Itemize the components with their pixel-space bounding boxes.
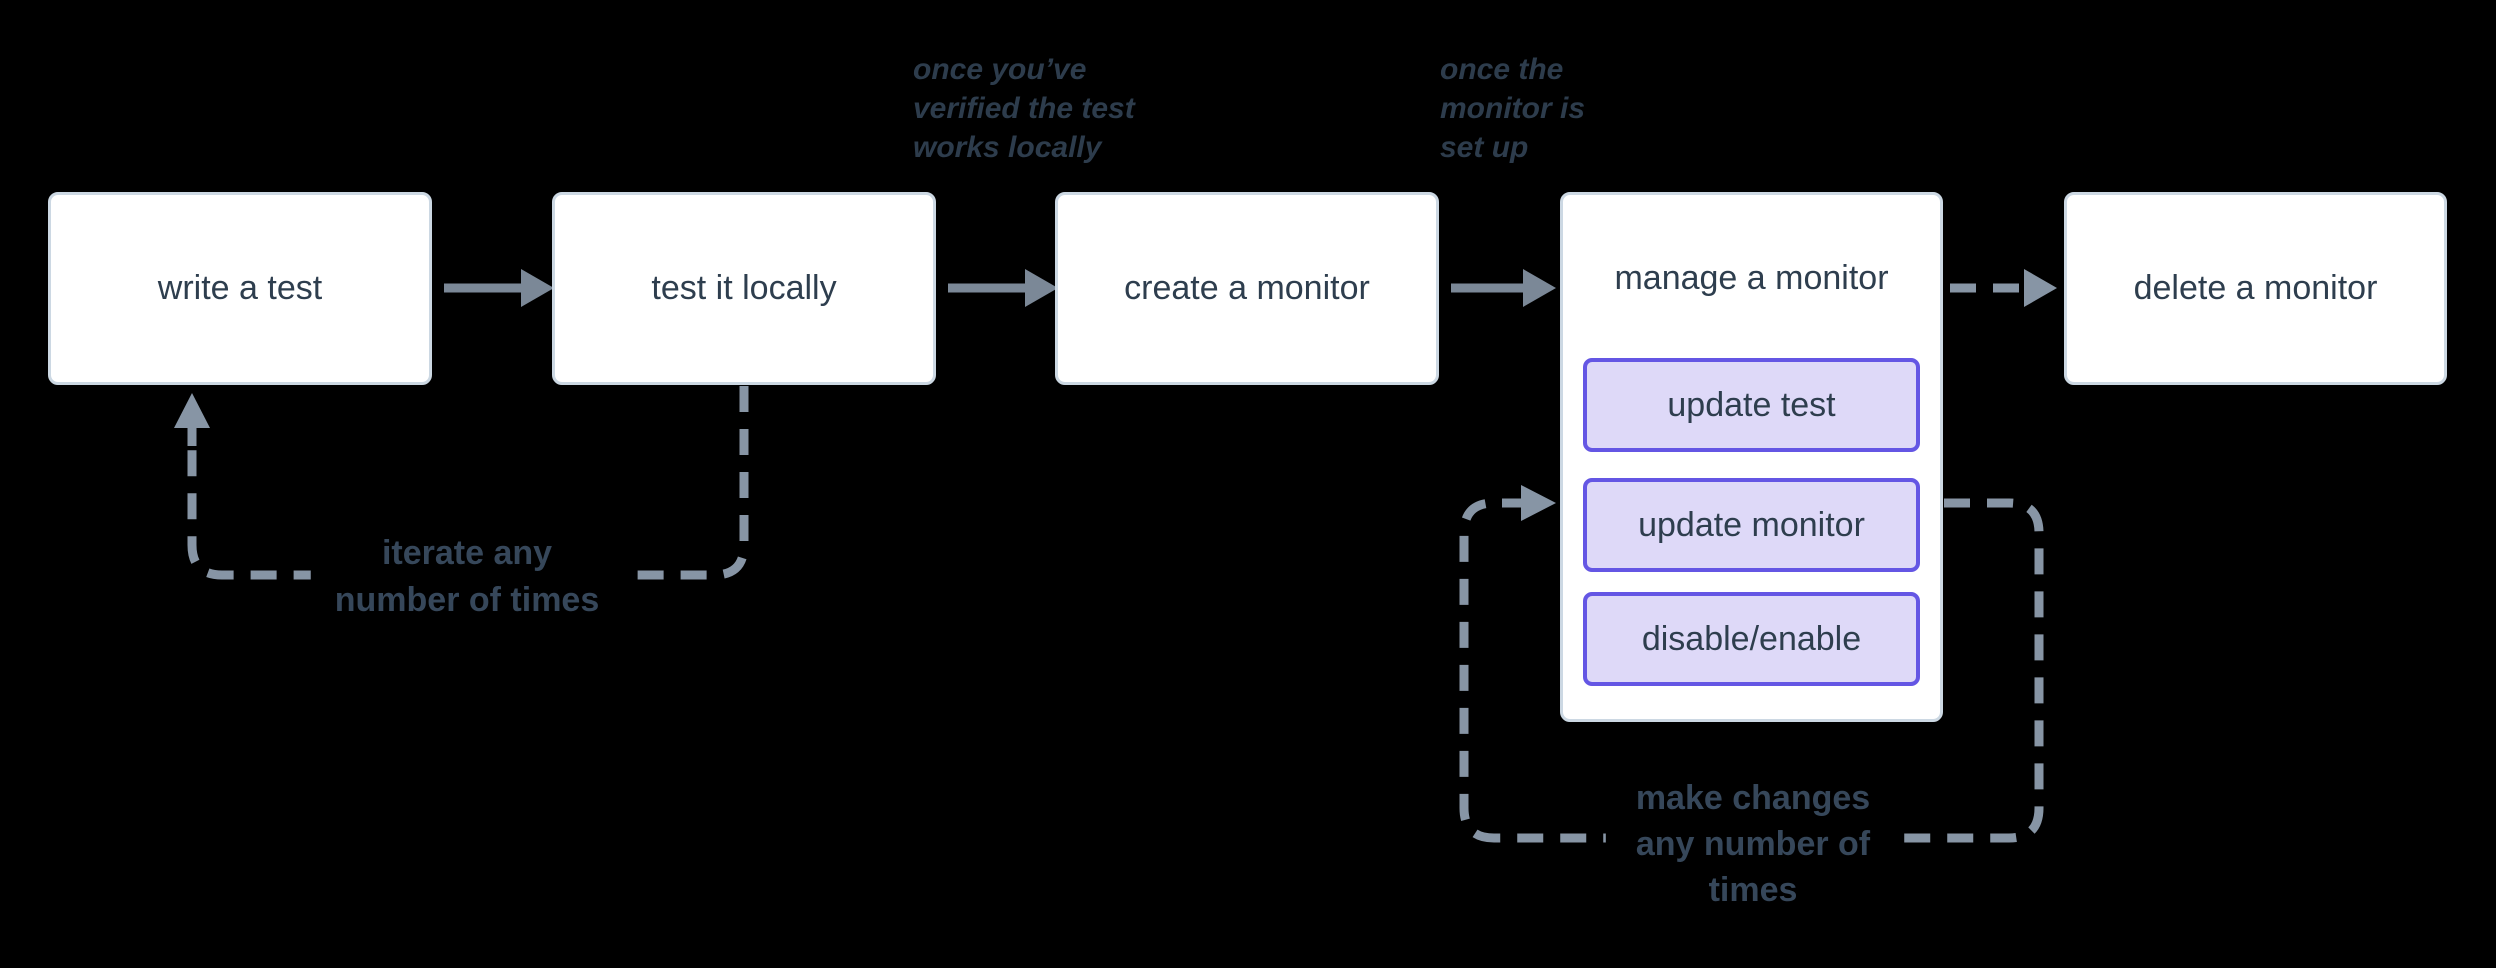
subnode-disable-enable: disable/enable — [1583, 592, 1920, 686]
annotation-once-monitor-setup: once the monitor is set up — [1440, 53, 1586, 164]
node-test-it-locally: test it locally — [552, 192, 936, 385]
node-label: write a test — [157, 269, 323, 307]
subnode-label: update test — [1667, 385, 1836, 424]
subnode-label: update monitor — [1638, 505, 1865, 544]
subnode-label: disable/enable — [1641, 619, 1862, 658]
arrow-create-monitor-to-manage-monitor — [1451, 269, 1556, 307]
node-label: test it locally — [651, 269, 837, 307]
node-label: manage a monitor — [1614, 258, 1889, 297]
arrow-test-locally-to-create-monitor — [948, 269, 1058, 307]
subnode-update-test: update test — [1583, 358, 1920, 452]
node-create-a-monitor: create a monitor — [1055, 192, 1439, 385]
node-write-a-test: write a test — [48, 192, 432, 385]
node-delete-a-monitor: delete a monitor — [2064, 192, 2447, 385]
arrow-write-to-test-locally — [444, 269, 554, 307]
node-label: create a monitor — [1124, 269, 1370, 307]
loop-make-changes-arrowhead — [1521, 485, 1556, 521]
node-manage-a-monitor: manage a monitor update test update moni… — [1560, 192, 1943, 722]
subnode-update-monitor: update monitor — [1583, 478, 1920, 572]
loop-label-make-changes: make changes any number of times — [1605, 775, 1901, 913]
loop-label-iterate: iterate any number of times — [310, 530, 624, 624]
annotation-once-verified: once you’ve verified the test works loca… — [913, 53, 1135, 164]
node-label: delete a monitor — [2133, 269, 2378, 307]
loop-iterate-arrowhead — [174, 393, 210, 428]
arrow-manage-monitor-to-delete-monitor — [1950, 269, 2057, 307]
